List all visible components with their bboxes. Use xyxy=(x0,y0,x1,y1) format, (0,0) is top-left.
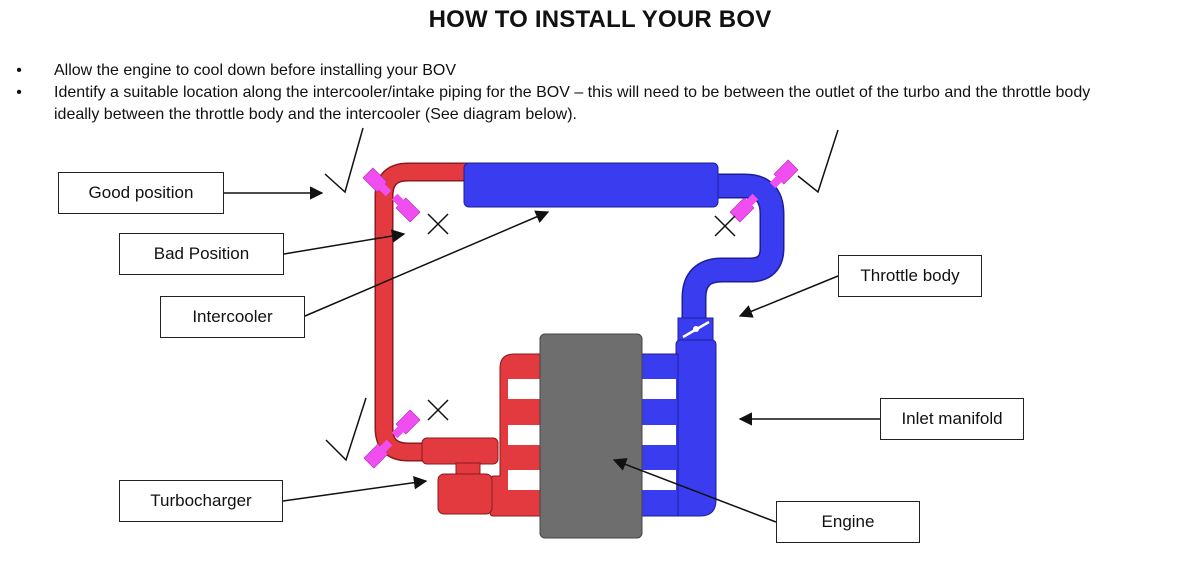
runner-gap xyxy=(640,379,676,399)
label-text: Bad Position xyxy=(153,244,250,263)
exhaust-gap xyxy=(508,379,544,399)
cold-side-pipe-fill xyxy=(683,175,783,320)
hot-side-pipe-fill xyxy=(376,164,470,460)
check-mark-icon xyxy=(797,129,839,194)
label-text: Throttle body xyxy=(860,266,960,285)
runner-gap xyxy=(640,470,676,490)
label-inlet-manifold: Inlet manifold xyxy=(880,398,1024,440)
turbo-housing xyxy=(437,473,493,515)
bad-position-leader xyxy=(283,229,406,255)
label-intercooler: Intercooler xyxy=(160,296,305,338)
hot-side-pipe xyxy=(374,162,470,462)
cross-mark-icon xyxy=(714,215,736,237)
throttle-pivot xyxy=(693,326,699,332)
bov-good-top-right xyxy=(769,159,799,189)
check-mark-icon xyxy=(324,127,364,194)
label-throttle-body: Throttle body xyxy=(838,255,982,297)
bullet-icon: • xyxy=(16,84,22,101)
label-good-position: Good position xyxy=(58,172,224,214)
bov-good-top-left xyxy=(362,167,392,197)
turbo-shaft xyxy=(455,462,481,476)
throttle-body-leader xyxy=(738,275,839,318)
cross-mark-icon xyxy=(427,399,449,421)
runner-gap xyxy=(640,425,676,445)
label-text: Good position xyxy=(88,183,194,202)
instruction-list: • Allow the engine to cool down before i… xyxy=(14,60,1194,126)
bullet-icon: • xyxy=(16,62,22,79)
label-text: Engine xyxy=(821,512,875,531)
exhaust-gap xyxy=(508,470,544,490)
cross-mark-icon xyxy=(427,213,449,235)
intercooler-core xyxy=(463,162,719,208)
label-text: Turbocharger xyxy=(150,491,252,510)
intercooler-leader xyxy=(304,210,550,317)
bov-bad-bottom-left xyxy=(391,409,421,439)
turbocharger-leader xyxy=(282,475,428,502)
instruction-item: • Identify a suitable location along the… xyxy=(14,82,1124,126)
label-text: Inlet manifold xyxy=(901,409,1003,428)
label-text: Intercooler xyxy=(192,307,273,326)
turbo-compressor-outlet xyxy=(421,437,499,465)
instruction-text: Identify a suitable location along the i… xyxy=(54,84,1091,123)
bov-bad-top-left xyxy=(391,193,421,223)
page-title: HOW TO INSTALL YOUR BOV xyxy=(428,6,772,33)
instruction-item: • Allow the engine to cool down before i… xyxy=(14,60,1194,82)
label-turbocharger: Turbocharger xyxy=(119,480,283,522)
check-mark-icon xyxy=(325,397,367,462)
inlet-manifold-plenum xyxy=(675,339,717,517)
label-engine: Engine xyxy=(776,501,920,543)
instruction-text: Allow the engine to cool down before ins… xyxy=(54,62,457,79)
exhaust-gap xyxy=(508,425,544,445)
engine-block xyxy=(539,333,643,539)
engine-leader xyxy=(612,458,777,523)
label-bad-position: Bad Position xyxy=(119,233,284,275)
bov-good-bottom-left xyxy=(363,439,393,469)
